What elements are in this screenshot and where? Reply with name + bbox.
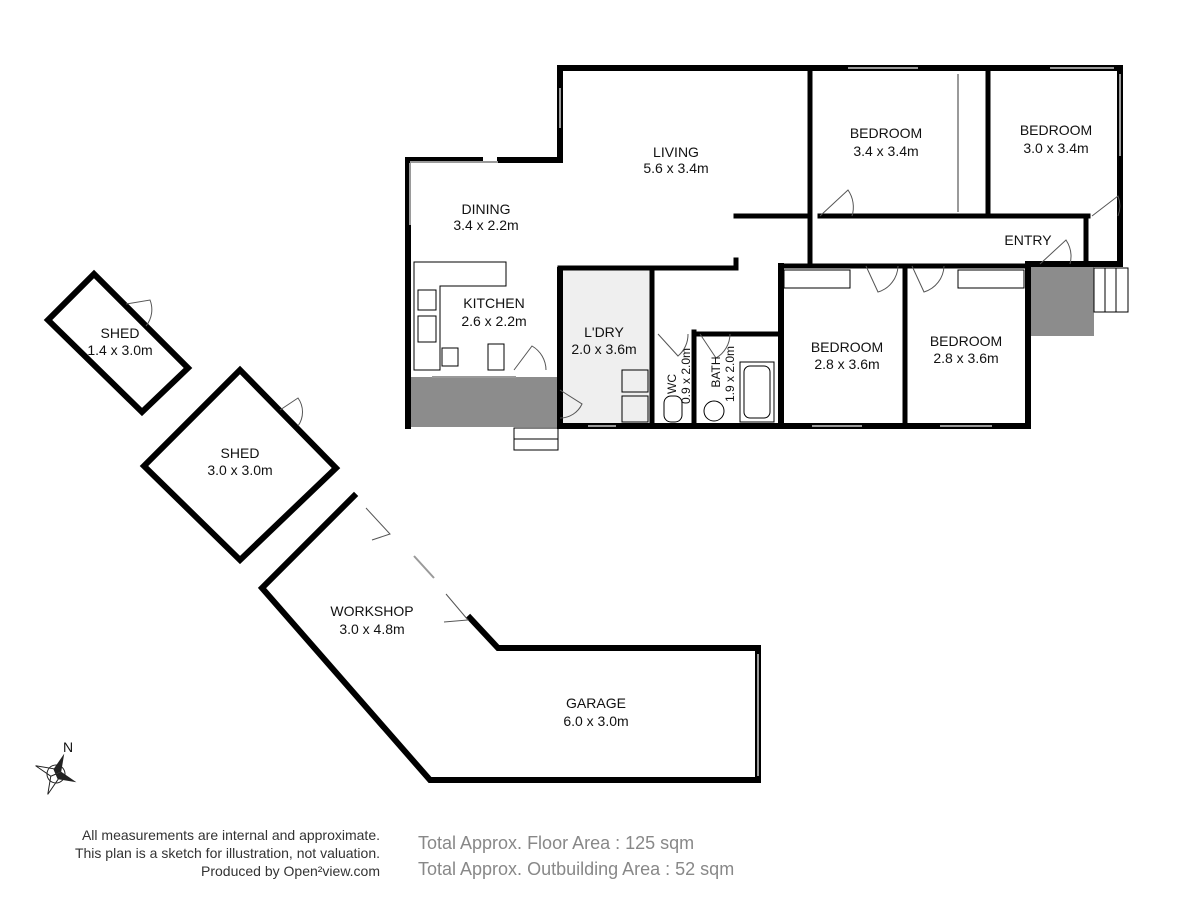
kitchen-bench [413, 261, 507, 371]
laundry-size: 2.0 x 3.6m [571, 341, 636, 357]
door-swing [365, 507, 391, 541]
disclaimer-line: All measurements are internal and approx… [81, 827, 380, 843]
toilet [663, 395, 683, 423]
garage-label: GARAGE [566, 695, 626, 711]
bathtub-inner [743, 365, 771, 419]
kitchen-label: KITCHEN [463, 295, 524, 311]
workshop-garage-wall [257, 491, 761, 783]
bedroom4-size: 2.8 x 3.6m [933, 350, 998, 366]
door-swing [911, 265, 945, 293]
shed-large-size: 3.0 x 3.0m [207, 462, 272, 478]
wardrobe [783, 269, 851, 289]
bath-label: BATH [709, 356, 723, 387]
door-swing [819, 189, 854, 217]
stove [417, 315, 437, 343]
interior-walls [557, 65, 1091, 429]
disclaimer-line: This plan is a sketch for illustration, … [74, 845, 380, 861]
laundry-tub [621, 369, 649, 393]
bedroom1-label: BEDROOM [850, 125, 922, 141]
compass-north-label: N [63, 739, 73, 755]
workshop-label: WORKSHOP [330, 603, 413, 619]
producer-credit: Produced by Open²view.com [201, 863, 380, 879]
door-swing [1039, 239, 1072, 265]
shed-small-size: 1.4 x 3.0m [87, 342, 152, 358]
bath-size: 1.9 x 2.0m [723, 346, 737, 402]
door-swing [513, 345, 547, 371]
disclaimer-notes: All measurements are internal and approx… [20, 826, 380, 880]
door-swing [699, 333, 731, 359]
living-label: LIVING [653, 144, 699, 160]
bathtub [739, 361, 775, 423]
steps [1093, 267, 1129, 313]
kitchen-bench-small [487, 343, 505, 371]
wardrobe [957, 269, 1025, 289]
shed-large-label: SHED [221, 445, 260, 461]
dining-label: DINING [462, 201, 511, 217]
bedroom1-size: 3.4 x 3.4m [853, 143, 918, 159]
window [413, 555, 435, 579]
garage-size: 6.0 x 3.0m [563, 713, 628, 729]
door-swing [279, 397, 304, 427]
compass-icon [35, 753, 77, 795]
kitchen-size: 2.6 x 2.2m [461, 313, 526, 329]
living-size: 5.6 x 3.4m [643, 160, 708, 176]
rear-deck [408, 377, 558, 427]
wc-size: 0.9 x 2.0m [679, 348, 693, 404]
washer [621, 395, 649, 423]
shed-large-wall [139, 365, 341, 565]
entry-label: ENTRY [1004, 232, 1052, 248]
dining-size: 3.4 x 2.2m [453, 217, 518, 233]
outbuilding-area: Total Approx. Outbuilding Area : 52 sqm [418, 859, 735, 879]
bedroom3-label: BEDROOM [811, 339, 883, 355]
bedroom3-size: 2.8 x 3.6m [814, 356, 879, 372]
workshop-size: 3.0 x 4.8m [339, 621, 404, 637]
door-swing [865, 265, 899, 293]
shed-small-label: SHED [101, 325, 140, 341]
sink [441, 347, 459, 367]
door-swing [443, 593, 470, 623]
laundry-label: L'DRY [584, 324, 624, 340]
door-swing [1091, 195, 1121, 217]
shed-small-wall [43, 269, 193, 417]
wc-label: WC [665, 374, 679, 394]
door-swing [657, 333, 689, 357]
fridge [417, 289, 437, 311]
door-swing [125, 299, 153, 327]
bedroom2-size: 3.0 x 3.4m [1023, 140, 1088, 156]
bedroom2-label: BEDROOM [1020, 122, 1092, 138]
entry-deck [1030, 266, 1094, 336]
bedroom4-label: BEDROOM [930, 333, 1002, 349]
floor-area: Total Approx. Floor Area : 125 sqm [418, 833, 695, 853]
door-swing [559, 389, 583, 419]
basin [703, 400, 725, 422]
area-summary: Total Approx. Floor Area : 125 sqm Total… [418, 830, 734, 882]
